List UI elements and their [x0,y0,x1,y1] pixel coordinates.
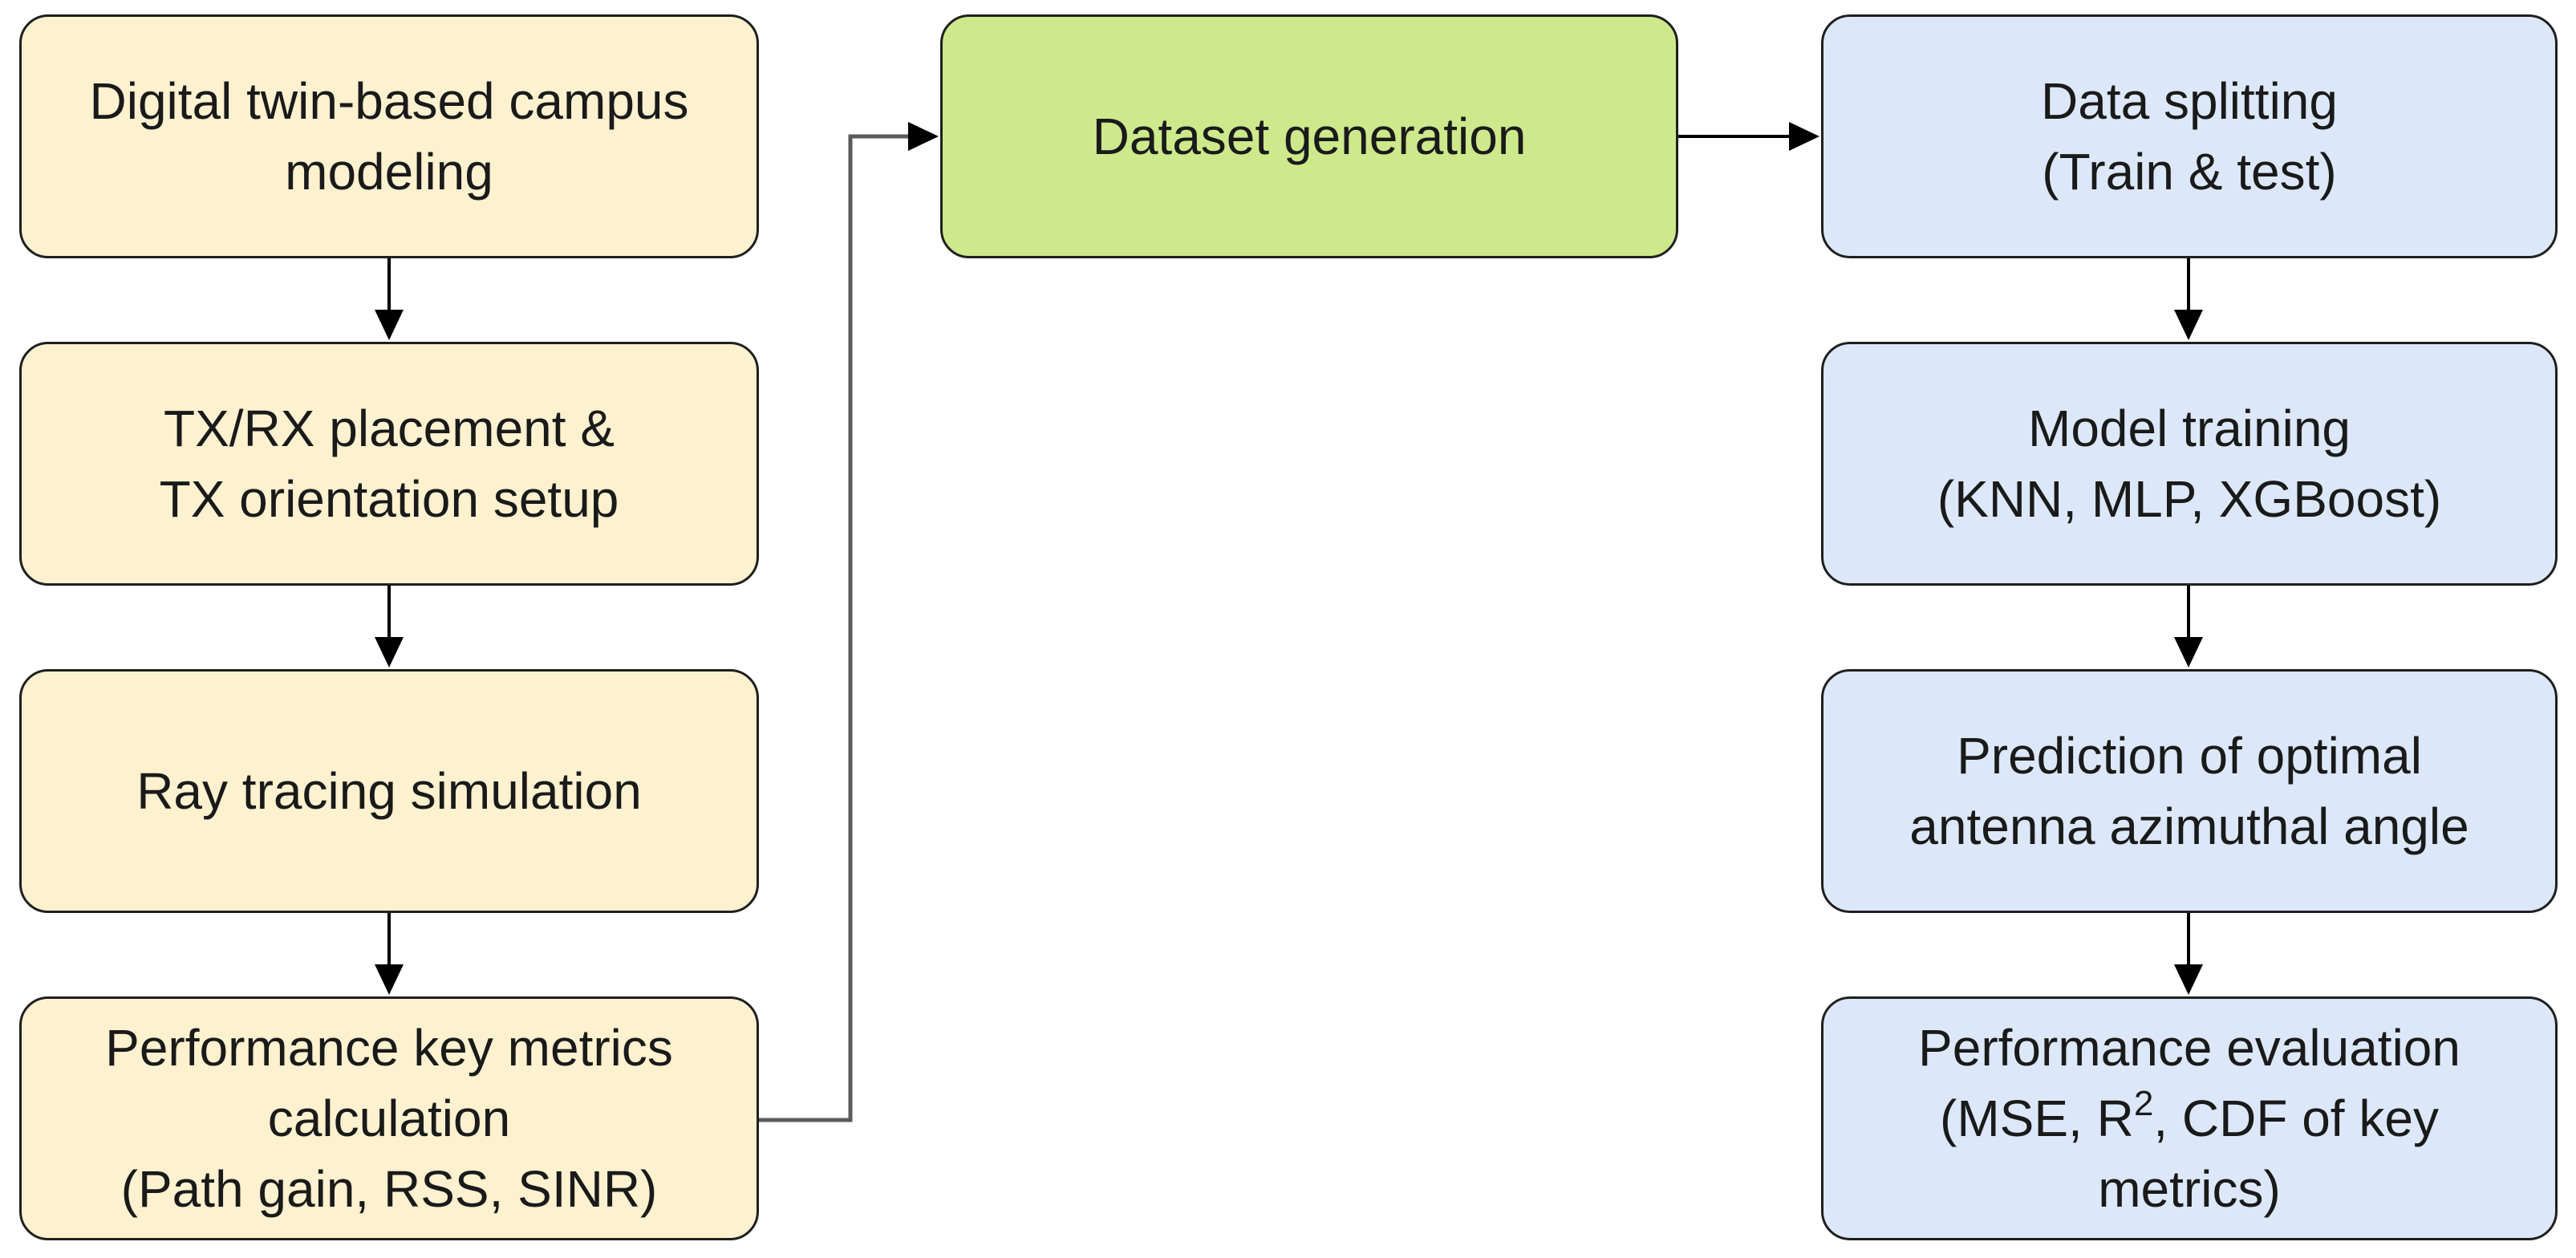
ray-tracing-line-1: Ray tracing simulation [136,762,642,820]
prediction-line-2: antenna azimuthal angle [1909,797,2469,855]
evaluation-line-2: (MSE, R2, CDF of key [1940,1083,2439,1154]
evaluation-line-1: Performance evaluation [1918,1019,2460,1077]
evaluation-line-3: metrics) [2098,1160,2281,1218]
placement-setup-box: TX/RX placement & TX orientation setup [19,342,759,586]
placement-line-1: TX/RX placement & [164,400,615,457]
metrics-line-3: (Path gain, RSS, SINR) [120,1160,658,1218]
arrow-modeling-to-placement [375,258,404,340]
arrow-placement-to-ray-tracing [375,586,404,668]
r-squared-superscript: 2 [2133,1084,2154,1123]
evaluation-line-2-suffix: , CDF of key [2153,1090,2439,1147]
metrics-line-2: calculation [267,1090,511,1147]
arrow-dataset-to-splitting [1678,122,1819,151]
arrow-splitting-to-training [2174,258,2203,340]
metrics-line-1: Performance key metrics [105,1019,673,1077]
campus-modeling-line-2: modeling [285,143,493,201]
dataset-generation-line-1: Dataset generation [1092,108,1527,165]
arrow-prediction-to-evaluation [2174,913,2203,995]
data-splitting-line-1: Data splitting [2041,72,2338,130]
model-training-box: Model training (KNN, MLP, XGBoost) [1821,342,2558,586]
campus-modeling-line-1: Digital twin-based campus [89,72,689,130]
arrow-ray-tracing-to-metrics [375,913,404,995]
prediction-line-1: Prediction of optimal [1957,727,2422,785]
prediction-box: Prediction of optimal antenna azimuthal … [1821,669,2558,913]
performance-evaluation-box: Performance evaluation (MSE, R2, CDF of … [1821,996,2558,1240]
evaluation-line-2-prefix: (MSE, R [1940,1090,2134,1147]
data-splitting-line-2: (Train & test) [2042,143,2337,201]
placement-line-2: TX orientation setup [159,470,619,528]
ray-tracing-box: Ray tracing simulation [19,669,759,913]
campus-modeling-box: Digital twin-based campus modeling [19,14,759,258]
model-training-line-2: (KNN, MLP, XGBoost) [1937,470,2442,528]
model-training-line-1: Model training [2028,400,2351,457]
arrow-training-to-prediction [2174,586,2203,668]
metrics-calculation-box: Performance key metrics calculation (Pat… [19,996,759,1240]
dataset-generation-box: Dataset generation [940,14,1678,258]
data-splitting-box: Data splitting (Train & test) [1821,14,2558,258]
arrow-metrics-to-dataset [759,122,939,1122]
